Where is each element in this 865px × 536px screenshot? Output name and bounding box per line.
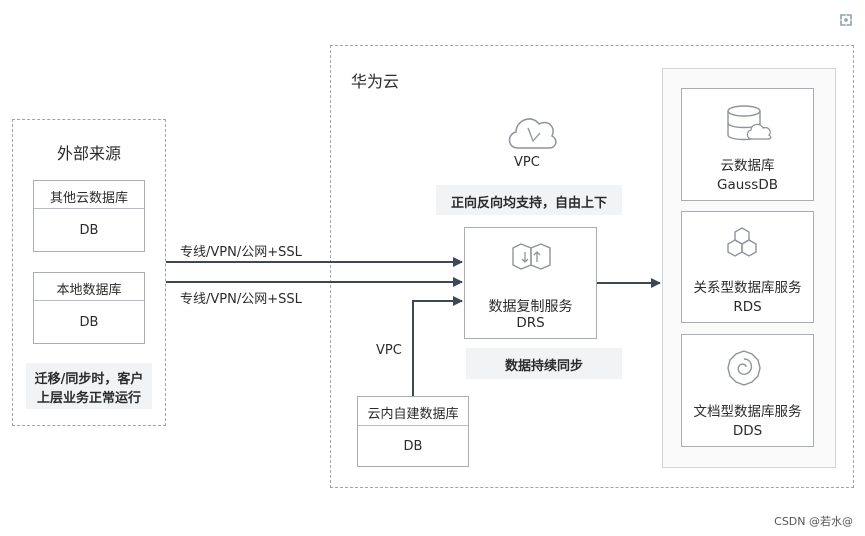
external-sources-group: 外部来源 其他云数据库 DB 本地数据库 DB 迁移/同步时，客户 上层业务正常… (12, 119, 166, 426)
target-rds-box: 关系型数据库服务 RDS (681, 211, 814, 323)
continuous-sync-label: 数据持续同步 (504, 359, 583, 374)
other-cloud-db-title: 其他云数据库 (49, 191, 128, 206)
self-built-db-title: 云内自建数据库 (367, 407, 459, 422)
bidirectional-label: 正向反向均支持，自由上下 (450, 196, 607, 211)
link-label-top: 专线/VPN/公网+SSL (180, 245, 302, 260)
divider (34, 208, 144, 209)
business-continuity-note: 迁移/同步时，客户 上层业务正常运行 (26, 363, 152, 409)
continuous-sync-label-box: 数据持续同步 (466, 348, 622, 379)
drs-line-1: 数据复制服务 (488, 299, 573, 315)
document-db-icon (727, 350, 761, 386)
local-db-label: DB (79, 315, 99, 330)
external-sources-title: 外部来源 (56, 144, 121, 163)
target-gaussdb-box: 云数据库 GaussDB (681, 88, 814, 201)
divider (34, 300, 144, 301)
link-label-bottom: 专线/VPN/公网+SSL (180, 292, 302, 307)
local-db-box: 本地数据库 DB (33, 272, 145, 344)
huawei-cloud-group (330, 45, 854, 488)
cloud-vpc-label: VPC (514, 155, 540, 170)
target-rds-line-2: RDS (733, 299, 762, 315)
drs-line-2: DRS (516, 315, 545, 331)
divider (358, 425, 468, 426)
bidirectional-label-box: 正向反向均支持，自由上下 (436, 185, 622, 215)
note-line-1: 迁移/同步时，客户 (34, 372, 144, 387)
drs-sync-icon (512, 243, 551, 270)
hexagon-cluster-icon (727, 227, 757, 257)
database-cloud-icon (727, 105, 772, 141)
target-dds-line-1: 文档型数据库服务 (693, 404, 802, 420)
self-built-db-label: DB (403, 439, 423, 454)
arrow-self-built-to-drs (412, 296, 463, 396)
target-gaussdb-line-1: 云数据库 (720, 158, 775, 174)
self-built-db-box: 云内自建数据库 DB (357, 396, 469, 467)
target-rds-line-1: 关系型数据库服务 (693, 280, 802, 296)
self-built-vpc-label: VPC (376, 343, 402, 358)
other-cloud-db-label: DB (79, 223, 99, 238)
watermark: CSDN @若水@ (774, 515, 853, 528)
local-db-title: 本地数据库 (56, 283, 122, 298)
target-gaussdb-line-2: GaussDB (716, 177, 778, 193)
drs-box: 数据复制服务 DRS (464, 227, 597, 339)
target-dds-line-2: DDS (732, 423, 763, 439)
note-line-2: 上层业务正常运行 (36, 391, 141, 406)
target-dds-box: 文档型数据库服务 DDS (681, 334, 814, 447)
other-cloud-db-box: 其他云数据库 DB (33, 180, 145, 252)
huawei-cloud-title: 华为云 (351, 72, 400, 91)
expand-button[interactable] (834, 8, 858, 32)
expand-icon (840, 14, 852, 26)
